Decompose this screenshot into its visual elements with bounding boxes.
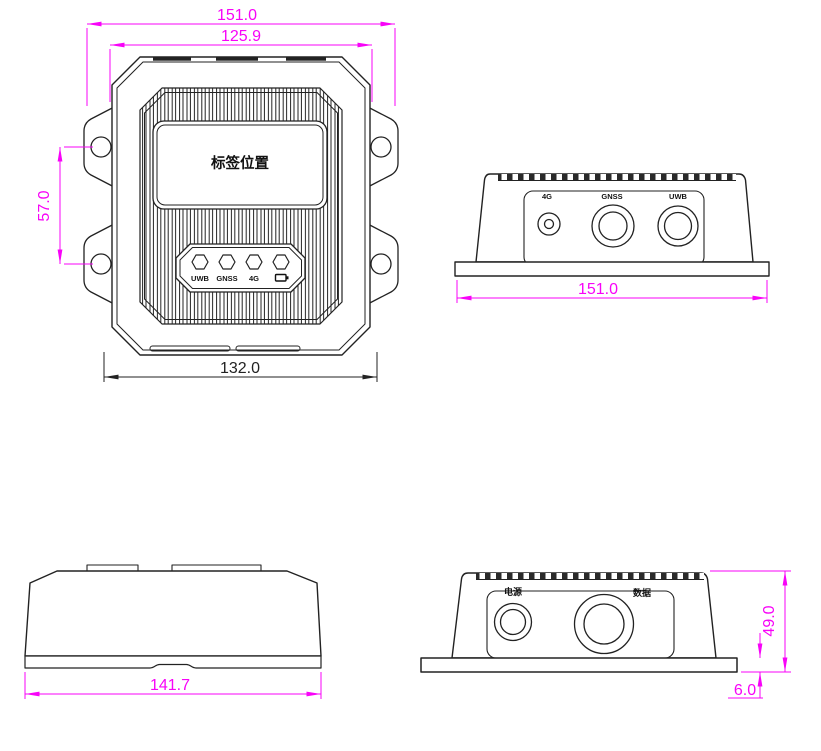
mounting-hole xyxy=(90,136,112,158)
connector-label-uwb: UWB xyxy=(669,192,687,201)
label-plate: 标签位置 xyxy=(152,120,328,210)
mounting-hole xyxy=(370,136,392,158)
dim-text-57-0: 57.0 xyxy=(36,190,53,221)
bottom-bevel-slots xyxy=(149,345,301,352)
top-fins-edge xyxy=(498,174,736,181)
profile-body xyxy=(24,570,322,657)
profile-base-plate xyxy=(24,655,322,669)
connector-label-data: 数据 xyxy=(633,587,651,599)
connector-label-4g: 4G xyxy=(542,192,552,201)
base-plate xyxy=(420,657,738,673)
dim-text-49-0: 49.0 xyxy=(761,605,778,636)
dim-text-151-side: 151.0 xyxy=(578,281,618,298)
connector-uwb xyxy=(657,205,699,247)
connector-power xyxy=(493,602,533,642)
led-gnss xyxy=(218,254,236,270)
indicator-panel: UWB GNSS 4G xyxy=(175,243,306,293)
enclosure-outline-inner xyxy=(116,61,366,351)
power-side-view: 电源 数据 49.0 6.0 xyxy=(420,570,791,699)
dimension-inner-width: 125.9 xyxy=(109,28,373,102)
dim-text-6-0: 6.0 xyxy=(734,682,756,699)
led-battery xyxy=(272,254,290,270)
dimension-profile-width: 141.7 xyxy=(24,672,322,699)
connector-gnss xyxy=(591,204,635,248)
dim-text-151-front: 151.0 xyxy=(217,7,257,24)
dimension-height: 49.0 xyxy=(710,570,791,673)
cooling-fins-inner-outline xyxy=(144,92,338,320)
top-fins-edge xyxy=(476,573,704,580)
connector-label-gnss: GNSS xyxy=(601,192,622,201)
mounting-hole xyxy=(90,253,112,275)
base-plate xyxy=(454,261,770,277)
profile-side-view: 141.7 xyxy=(24,564,322,699)
battery-icon xyxy=(274,273,289,282)
led-label-4g: 4G xyxy=(249,274,259,283)
led-uwb xyxy=(191,254,209,270)
label-plate-text: 标签位置 xyxy=(210,154,269,172)
dim-text-125-9: 125.9 xyxy=(221,28,261,45)
connector-4g xyxy=(537,212,561,236)
connector-side-view: 4G GNSS UWB 151.0 xyxy=(454,173,770,303)
dim-text-132-0: 132.0 xyxy=(220,360,260,377)
led-4g xyxy=(245,254,263,270)
dimension-overall-width: 151.0 xyxy=(86,7,396,106)
connector-data xyxy=(573,593,635,655)
top-bevel-slots xyxy=(153,57,326,61)
dim-text-141-7: 141.7 xyxy=(150,677,190,694)
dimension-side-width: 151.0 xyxy=(456,280,768,303)
dimension-body-width: 132.0 xyxy=(103,352,378,382)
front-view: 标签位置 UWB GNSS 4G 151.0 xyxy=(36,7,399,382)
dimension-hole-spacing: 57.0 xyxy=(36,146,93,265)
led-label-uwb: UWB xyxy=(191,274,209,283)
connector-label-power: 电源 xyxy=(504,586,522,598)
mounting-hole xyxy=(370,253,392,275)
dimension-base-thickness: 6.0 xyxy=(728,633,763,699)
led-label-gnss: GNSS xyxy=(216,274,237,283)
